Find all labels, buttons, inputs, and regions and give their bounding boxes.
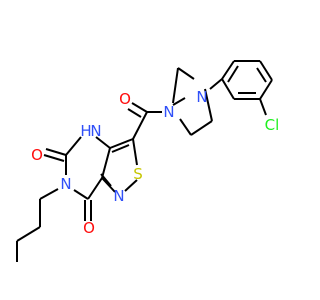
bond-ar-4 — [259, 79, 273, 100]
molecule-canvas: O N N Cl N H O N S N O — [16, 60, 280, 262]
bond-ar-6 — [221, 78, 235, 100]
bond-nh-c5 — [65, 136, 82, 156]
atom-o-c7: O — [83, 219, 95, 237]
atom-n-piperazine-1: N — [163, 103, 174, 121]
bond-c5-o-b — [43, 154, 65, 162]
bond-c3a-nh — [95, 136, 111, 149]
bond-c3-c3a-d — [111, 144, 130, 153]
bond-pip-4 — [190, 120, 213, 136]
bond-butyl-3 — [16, 226, 41, 242]
bond-n4-aryl — [209, 78, 223, 90]
bond-c-c3 — [132, 111, 148, 140]
bond-ar-3d — [256, 67, 267, 83]
bond-c7-c7a — [87, 177, 103, 200]
atom-o-carbonyl-top: O — [119, 90, 131, 108]
atom-s: S — [133, 165, 143, 183]
atom-h-nh: H — [80, 122, 91, 140]
atom-n-nh: N — [90, 122, 101, 140]
bond-ar-cl — [259, 98, 267, 116]
bond-pip-3 — [204, 88, 213, 122]
bond-co-top-b — [127, 108, 142, 118]
bond-ar-1d — [227, 65, 239, 83]
bond-c7a-c3a — [101, 147, 111, 179]
bond-butyl-1 — [39, 188, 59, 200]
atom-n6: N — [60, 175, 71, 193]
bond-n-c7a — [101, 177, 116, 193]
bond-pip-5 — [179, 118, 192, 136]
atom-cl: Cl — [265, 116, 280, 134]
bond-c5-o-a — [45, 148, 67, 156]
atom-n-piperazine-4: N — [196, 88, 207, 106]
molecule-structure: O N N Cl N H O N S N O — [16, 60, 279, 262]
bond-ar-1 — [221, 60, 235, 80]
atom-o-c5: O — [31, 146, 43, 164]
bond-c3-c3a — [109, 138, 134, 149]
bond-co-top-a — [131, 102, 148, 113]
atom-n-thiazole: N — [113, 187, 124, 205]
bond-ar-3 — [259, 60, 273, 81]
bond-s-n — [124, 179, 138, 192]
bonds — [16, 60, 273, 262]
bond-pip-1 — [172, 67, 179, 104]
atom-labels: O N N Cl N H O N S N O — [31, 88, 279, 237]
bond-c3-s — [132, 138, 138, 166]
bond-pip-2 — [177, 67, 195, 80]
bond-pip-6 — [172, 97, 186, 106]
bond-n6-c7 — [73, 189, 89, 200]
